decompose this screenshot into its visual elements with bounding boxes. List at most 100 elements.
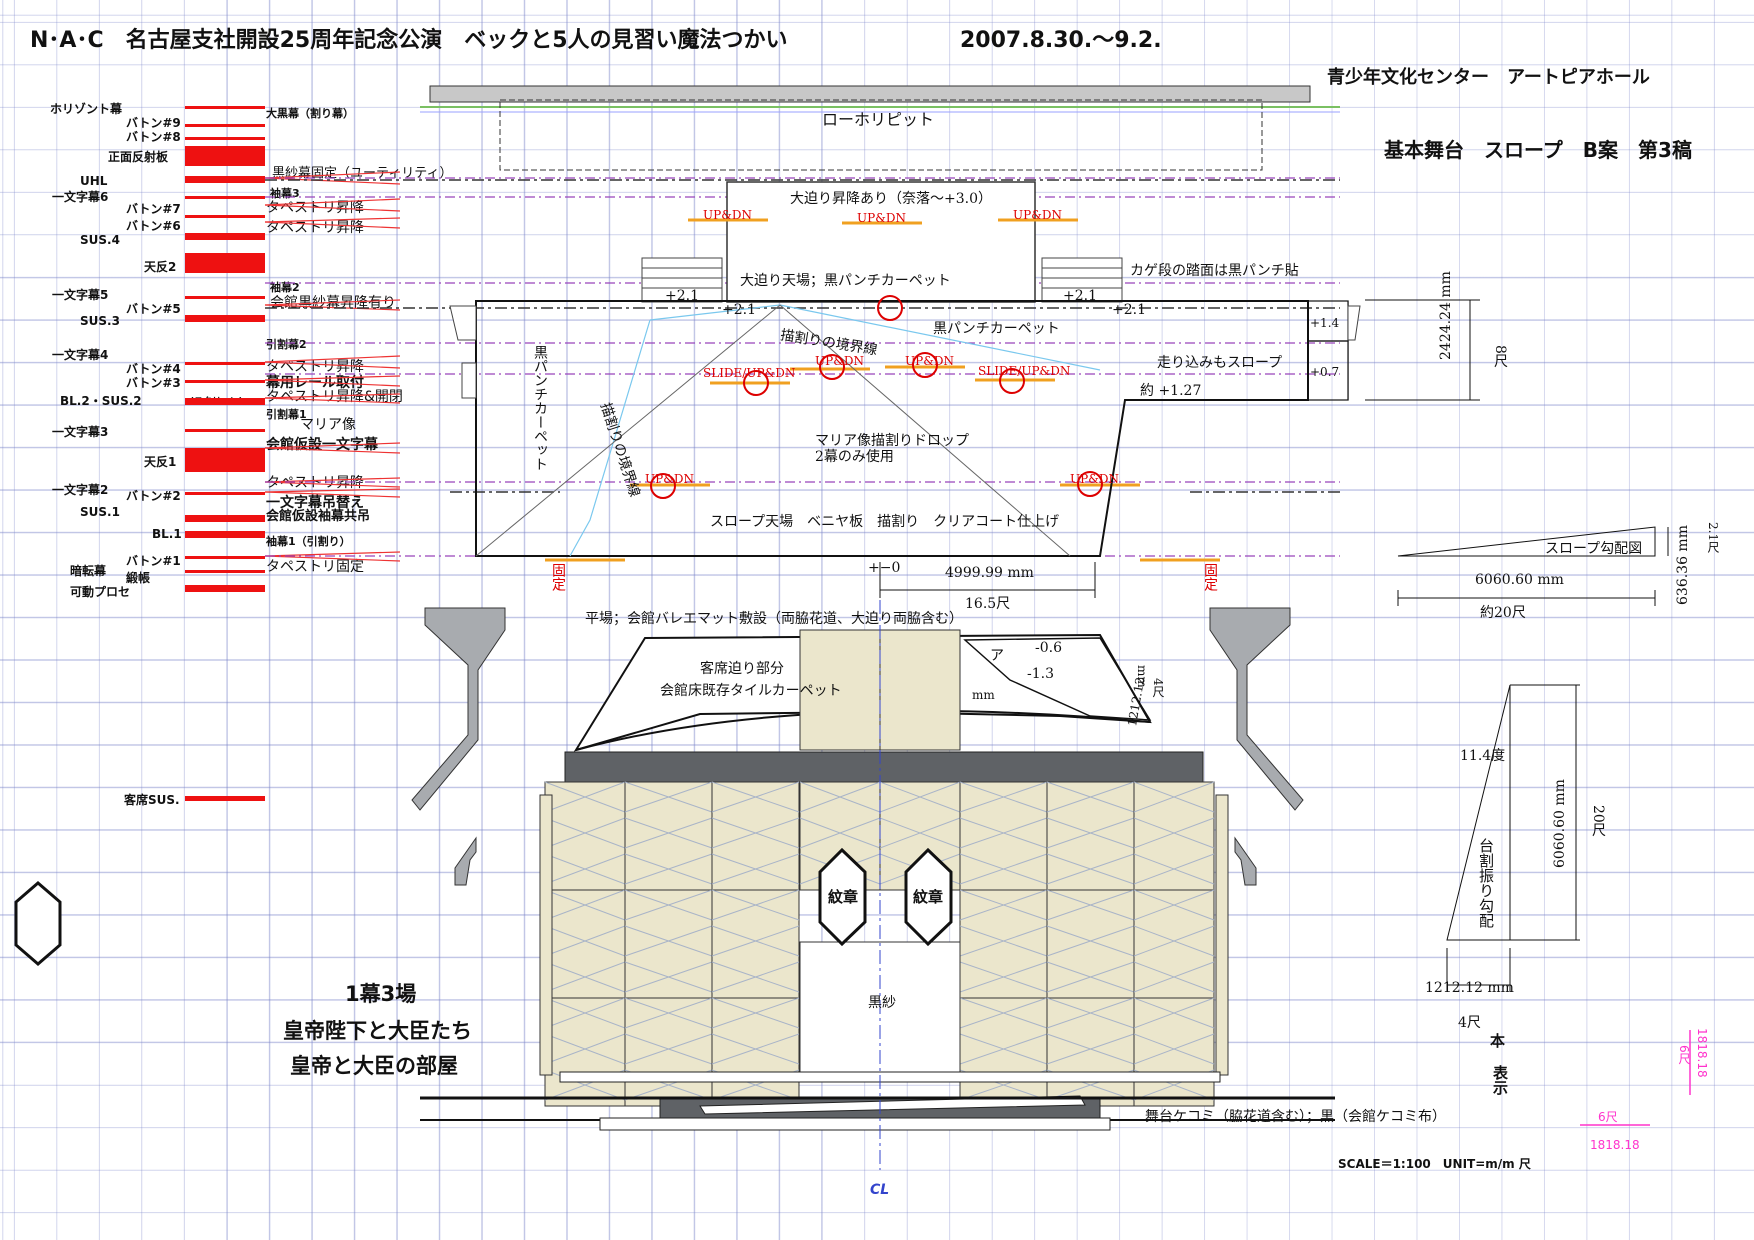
dimension-lines	[879, 299, 1480, 598]
rigging-label-right: 袖幕1（引割り）	[266, 535, 351, 548]
rigging-label-left: ホリゾント幕	[50, 102, 123, 116]
flat-panel	[711, 781, 800, 891]
rigging-label-right: 会館仮設袖幕共吊	[266, 509, 371, 524]
rigging-label-left: バトン#2	[126, 489, 181, 503]
rigging-label-left: SUS.4	[80, 233, 120, 247]
updn-label: UP&DN	[857, 211, 906, 225]
rigging-label-left: 一文字幕5	[52, 288, 109, 302]
dim-4shaku: 4尺	[1151, 678, 1165, 698]
rigging-label-left: 一文字幕4	[52, 348, 109, 362]
flat-panel	[1133, 781, 1215, 891]
elevator-note: 大迫り昇降あり（奈落〜+3.0）	[790, 191, 992, 207]
rig-bar	[185, 585, 265, 592]
elevator-area	[726, 181, 1036, 303]
rigging-label-left: 一文字幕6	[52, 190, 109, 204]
depth-dimension: 2424.24 mm	[1438, 271, 1454, 360]
rigging-label-right: 袖幕2	[270, 281, 300, 294]
scene-location: 皇帝と大臣の部屋	[290, 1054, 458, 1078]
slope-height-shaku: 2.1尺	[1706, 522, 1720, 554]
maria-drop-note2: 2幕のみ使用	[815, 449, 894, 465]
rigging-label-left: 客席SUS.	[124, 793, 180, 807]
flat-panel	[1046, 781, 1135, 891]
horizon-wall	[429, 85, 1311, 103]
flat-panel	[1046, 997, 1135, 1107]
side-flat	[539, 794, 553, 1076]
centerline-label: CL	[870, 1182, 890, 1198]
stage-bumps	[449, 305, 1361, 399]
wing-angle: 11.4度	[1460, 748, 1506, 764]
rigging-label-left: バトン#3	[126, 376, 181, 390]
rig-bar	[185, 362, 265, 365]
rig-bar	[185, 196, 265, 199]
rigging-label-left: 一文字幕3	[52, 425, 109, 439]
hyou-label: 表示	[1491, 1065, 1509, 1095]
flat-panel	[1133, 889, 1215, 999]
flat-panel	[624, 997, 713, 1107]
rig-bar	[185, 448, 265, 472]
flat-panel	[959, 781, 1048, 891]
rigging-label-left: BL.1	[152, 527, 182, 541]
scale-reference	[1580, 1030, 1691, 1126]
zero-elevation: +−0	[868, 560, 901, 576]
flat-panel	[711, 889, 800, 999]
gauze-label: 黒紗	[868, 995, 896, 1011]
rigging-label-left: バトン#6	[126, 219, 181, 233]
rigging-label-right: タペストリ昇降&開閉	[266, 389, 403, 405]
rig-bar	[185, 315, 265, 322]
drawing-name: 基本舞台 スロープ B案 第3稿	[1384, 138, 1692, 162]
paint-boundary-lines	[569, 304, 1101, 557]
carpet-vertical-label: 黒パンチカーペット	[532, 345, 548, 471]
slope-run-note: 走り込みもスロープ	[1157, 355, 1283, 371]
flat-panel	[544, 889, 626, 999]
low-horizon-pit	[499, 99, 1263, 171]
slope-gradient-diagram	[1397, 526, 1669, 606]
scale-v-mm: 1818.18	[1695, 1028, 1709, 1078]
rigging-label-left: バトン#5	[126, 302, 181, 316]
rigging-label-left: 天反1	[144, 455, 177, 469]
updn-label: UP&DN	[1013, 208, 1062, 222]
updn-label: UP&DN	[1070, 472, 1119, 486]
rig-bar	[185, 515, 265, 522]
scene-title: 皇帝陛下と大臣たち	[283, 1019, 472, 1043]
slide-label: SLIDE/UP&DN	[978, 364, 1071, 378]
elevation-label: +1.4	[1310, 316, 1340, 330]
aud-lift-label: 客席迫り部分	[700, 661, 784, 677]
rig-bar	[185, 215, 265, 218]
rigging-label-left: SUS.3	[80, 314, 120, 328]
rigging-label-left: 天反2	[144, 260, 177, 274]
rig-leader-lines	[264, 171, 401, 562]
rig-bar	[185, 176, 265, 183]
wing-gradient-diagram	[1446, 684, 1580, 992]
pipe-lines	[265, 177, 1340, 557]
rigging-label-left: 可動プロセ	[70, 585, 131, 599]
proscenium-wings	[411, 607, 1304, 886]
crest-label: 紋章	[828, 888, 859, 906]
elevation-label: +0.7	[1310, 365, 1340, 379]
rigging-label-left: BL.2・SUS.2	[60, 394, 142, 408]
rig-bar	[185, 492, 265, 495]
flat-panel	[544, 781, 626, 891]
level-minus06: -0.6	[1035, 640, 1062, 656]
wing-height-shaku: 20尺	[1590, 805, 1606, 837]
flat-panel	[624, 889, 713, 999]
lift-markers	[545, 218, 1220, 562]
rigging-label-right: タペストリ固定	[266, 559, 364, 575]
rigging-label-left: バトン#8	[126, 130, 181, 144]
elevator-top-note: 大迫り天場；黒パンチカーペット	[740, 273, 951, 289]
wing-gradient-label: 台割振り勾配	[1477, 838, 1495, 928]
header-beam	[564, 751, 1204, 783]
flat-panel	[959, 889, 1048, 999]
mm-label: mm	[1135, 665, 1149, 688]
slope-top-note: スロープ天場 ベニヤ板 描割り クリアコート仕上げ	[710, 514, 1060, 530]
rig-bar	[185, 146, 265, 166]
wing-width-shaku: 4尺	[1458, 1015, 1481, 1031]
rigging-label-right: タペストリ昇降	[266, 475, 364, 491]
updn-label: UP&DN	[645, 472, 694, 486]
rig-bar	[185, 531, 265, 538]
slope-height: 636.36 mm	[1675, 525, 1691, 605]
wing-width: 1212.12 mm	[1425, 980, 1514, 996]
side-flat	[1215, 794, 1229, 1076]
scale-h-mm: 1818.18	[1590, 1138, 1640, 1152]
rig-bar	[185, 137, 265, 140]
